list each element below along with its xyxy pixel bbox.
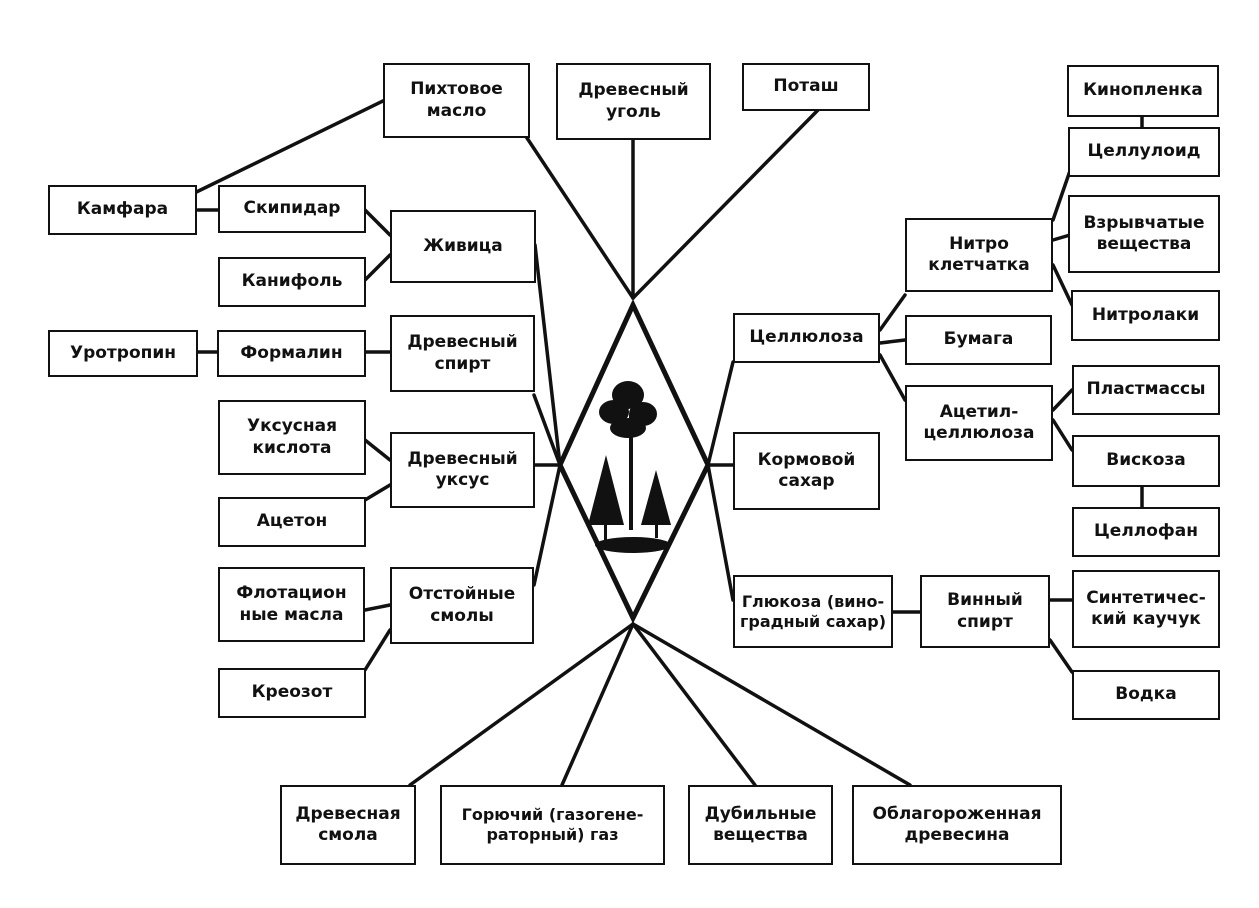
forest-trees-icon [588, 381, 671, 553]
node-kreozot: Креозот [218, 668, 366, 718]
node-sinteticheskiy-kauchuk: Синтетичес- кий каучук [1072, 570, 1220, 648]
node-vzryvchatye-veshchestva: Взрывчатые вещества [1068, 195, 1220, 273]
node-potash: Поташ [742, 63, 870, 111]
center-diamond [557, 299, 711, 624]
node-drevesny-ugol: Древесный уголь [556, 63, 711, 140]
node-drevesnaya-smola: Древесная смола [280, 785, 416, 865]
node-otstoynye-smoly: Отстойные смолы [390, 567, 534, 644]
node-kinoplenka: Кинопленка [1067, 65, 1219, 117]
node-aceton: Ацетон [218, 497, 366, 547]
node-kormovoy-sahar: Кормовой сахар [733, 432, 880, 510]
node-vinnyy-spirt: Винный спирт [920, 575, 1050, 648]
node-goryuchiy-gaz: Горючий (газогене- раторный) газ [440, 785, 665, 865]
node-cellyuloza: Целлюлоза [733, 313, 880, 363]
node-plastmassy: Пластмассы [1072, 365, 1220, 415]
node-glyukoza: Глюкоза (вино- градный сахар) [733, 575, 893, 648]
node-drevesny-uksus: Древесный уксус [390, 432, 535, 508]
node-uksusnaya-kislota: Уксусная кислота [218, 400, 366, 475]
node-skipidar: Скипидар [218, 185, 366, 233]
node-bumaga: Бумага [905, 315, 1052, 365]
node-nitro-kletchatka: Нитро клетчатка [905, 218, 1053, 292]
node-urotropin: Уротропин [48, 330, 198, 377]
node-zhivica: Живица [390, 210, 536, 283]
node-formalin: Формалин [217, 330, 366, 377]
node-acetilcellyuloza: Ацетил- целлюлоза [905, 385, 1053, 461]
node-vodka: Водка [1072, 670, 1220, 720]
node-flotacionnye-masla: Флотацион ные масла [218, 567, 365, 642]
node-celluloid: Целлулоид [1068, 127, 1220, 177]
node-drevesny-spirt: Древесный спирт [390, 315, 535, 392]
node-dubilnye-veshchestva: Дубильные вещества [688, 785, 833, 865]
node-pihtovoe-maslo: Пихтовое масло [383, 63, 530, 138]
node-oblagorozhennaya-drevesina: Облагороженная древесина [852, 785, 1062, 865]
node-cellofan: Целлофан [1072, 507, 1220, 557]
node-kamfara: Камфара [48, 185, 197, 235]
node-kanifol: Канифоль [218, 257, 366, 307]
node-viskoza: Вискоза [1072, 435, 1220, 487]
node-nitrolaki: Нитролаки [1071, 290, 1220, 341]
